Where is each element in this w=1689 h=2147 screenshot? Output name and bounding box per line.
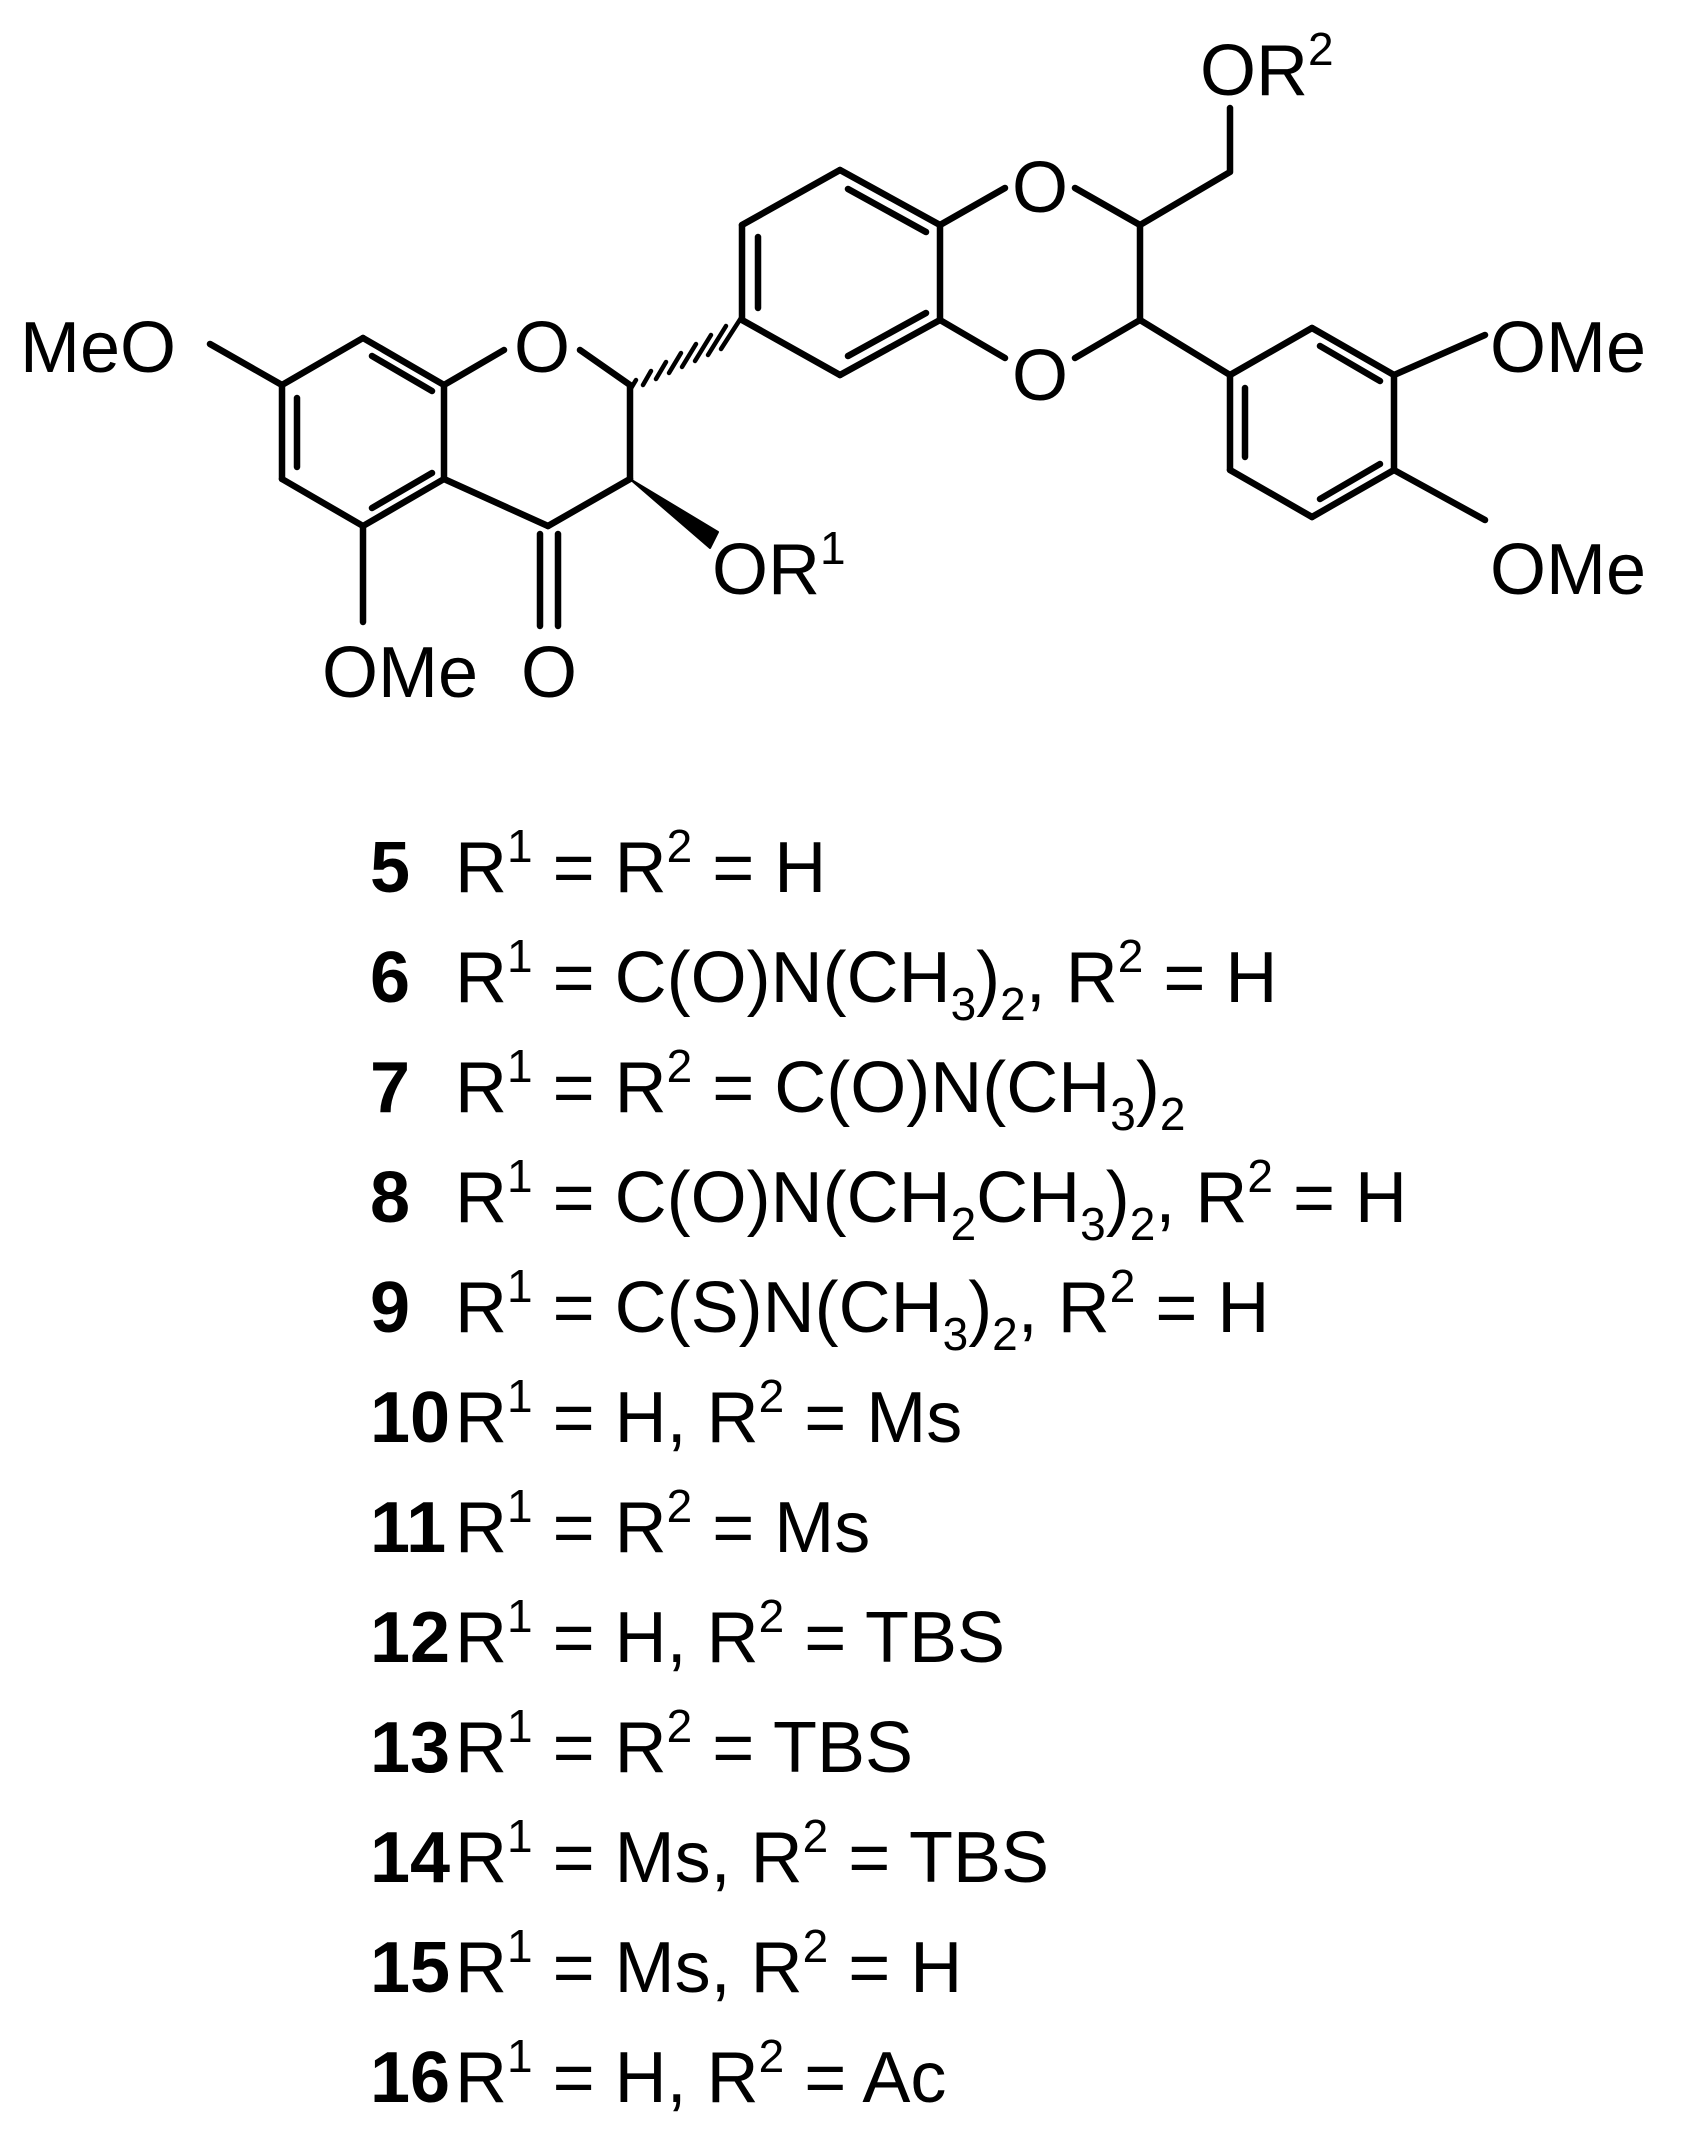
compound-number: 10 — [370, 1378, 450, 1458]
compound-number: 16 — [370, 2038, 450, 2118]
ring-benzodioxane-aromatic — [738, 166, 944, 379]
hashed-bond-c2 — [627, 315, 744, 393]
compound-substituents: R1 = C(O)N(CH2CH3)2, R2 = H — [455, 1150, 1407, 1250]
or2-label: OR2 — [1200, 23, 1334, 111]
bond-c7-ome — [206, 340, 286, 389]
methoxy-label-c7: MeO — [20, 308, 176, 388]
bond-ch2-or2 — [1136, 104, 1234, 229]
compound-row: 9 R1 = C(S)N(CH3)2, R2 = H — [370, 1260, 1269, 1360]
ring-oxygen-dioxane-top: O — [1012, 148, 1068, 228]
compound-number: 12 — [370, 1598, 450, 1678]
atom-labels: O O O O MeO OMe OMe OMe OR1 OR2 — [20, 23, 1646, 713]
compound-number: 9 — [370, 1268, 410, 1348]
bond-c3p-ome — [1390, 331, 1489, 379]
compound-number: 6 — [370, 938, 410, 1018]
compound-substituents: R1 = R2 = H — [455, 820, 826, 908]
compound-row: 8 R1 = C(O)N(CH2CH3)2, R2 = H — [370, 1150, 1407, 1250]
molecule-structure — [206, 104, 1489, 630]
compound-number: 7 — [370, 1048, 410, 1128]
compound-number: 14 — [370, 1818, 450, 1898]
compound-number: 11 — [370, 1488, 446, 1568]
bond-c2p-aryl — [1136, 316, 1234, 379]
compound-substituents: R1 = Ms, R2 = TBS — [455, 1810, 1049, 1898]
bond-c4p-ome — [1390, 466, 1489, 524]
ring-dimethoxyphenyl — [1226, 324, 1398, 521]
or1-label: OR1 — [712, 522, 846, 610]
ring-oxygen-dioxane-bottom: O — [1012, 336, 1068, 416]
compound-substituents: R1 = H, R2 = Ac — [455, 2030, 946, 2118]
compound-substituents: R1 = R2 = C(O)N(CH3)2 — [455, 1040, 1185, 1140]
methoxy-label-c3p: OMe — [1490, 308, 1646, 388]
compound-substituents: R1 = C(S)N(CH3)2, R2 = H — [455, 1260, 1269, 1360]
compound-substituents: R1 = H, R2 = Ms — [455, 1370, 962, 1458]
ring-c — [440, 346, 634, 630]
compound-substituents: R1 = R2 = TBS — [455, 1700, 913, 1788]
compound-substituents: R1 = R2 = Ms — [455, 1480, 870, 1568]
wedge-bond-c3 — [629, 478, 719, 549]
ring-oxygen-c-ring: O — [514, 308, 570, 388]
compound-number: 8 — [370, 1158, 410, 1238]
compound-row: 7 R1 = R2 = C(O)N(CH3)2 — [370, 1040, 1185, 1140]
compound-substituents: R1 = C(O)N(CH3)2, R2 = H — [455, 930, 1277, 1030]
methoxy-label-c4p: OMe — [1490, 530, 1646, 610]
compound-row: 5 R1 = R2 = H — [370, 820, 826, 908]
compound-number: 13 — [370, 1708, 450, 1788]
carbonyl-oxygen: O — [521, 633, 577, 713]
compound-row: 6 R1 = C(O)N(CH3)2, R2 = H — [370, 930, 1277, 1030]
ring-a — [278, 334, 448, 530]
compound-number: 15 — [370, 1928, 450, 2008]
compound-number: 5 — [370, 828, 410, 908]
compound-substituents: R1 = Ms, R2 = H — [455, 1920, 962, 2008]
ring-dioxane — [936, 184, 1144, 362]
compound-substituents: R1 = H, R2 = TBS — [455, 1590, 1005, 1678]
methoxy-label-c5: OMe — [322, 633, 478, 713]
